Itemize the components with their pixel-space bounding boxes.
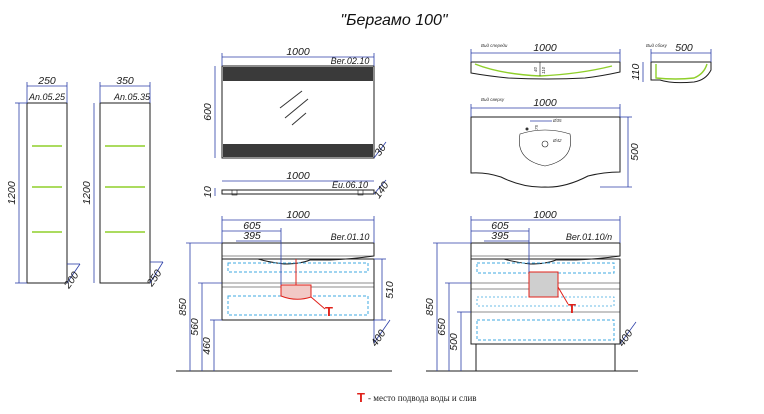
vanity-wall-395: 395	[243, 230, 261, 242]
mirror-depth: 30	[372, 142, 389, 159]
mirror-code: Ber.02.10	[331, 56, 370, 66]
vanity-floor-h650: 650	[436, 318, 448, 336]
sink-top-width: 1000	[533, 97, 557, 109]
sink-front-inner1: 40	[533, 66, 538, 72]
vanity-floor-depth: 400	[616, 328, 636, 349]
legend: T - место подвода воды и слив	[357, 390, 477, 405]
cabinet-a05-35-code: An.05.35	[113, 92, 151, 102]
vanity-wall-h560: 560	[189, 318, 201, 336]
sink-top-hole2: Ø42	[552, 138, 562, 143]
shelf-code: Eu.06.10	[332, 180, 368, 190]
cabinet-a05-35-width: 350	[116, 75, 134, 87]
vanity-floor-water-marker: T	[568, 301, 576, 316]
vanity-floor-h500: 500	[448, 333, 460, 351]
vanity-floor-395: 395	[491, 230, 509, 242]
vanity-wall-depth: 400	[369, 328, 389, 349]
mirror-height: 600	[202, 103, 214, 121]
drawing-title: "Бергамо 100"	[340, 12, 449, 29]
cabinet-a05-35-height: 1200	[81, 181, 93, 205]
vanity-wall-ber-01-10: T 1000 605 395 Ber.01.10 850 560 460 510…	[176, 209, 396, 372]
vanity-floor-width: 1000	[533, 209, 557, 221]
vanity-wall-water-marker: T	[325, 304, 333, 319]
sink-front-label: Вид спереди	[481, 43, 508, 48]
vanity-wall-code: Ber.01.10	[331, 232, 370, 242]
mirror-width: 1000	[286, 46, 310, 58]
mirror-ber-02-10: 1000 Ber.02.10 600 30	[202, 46, 389, 159]
shelf-width: 1000	[286, 170, 310, 182]
sink-front-inner2: 110	[541, 66, 546, 74]
sink-side-height: 110	[630, 63, 642, 80]
vanity-wall-h850: 850	[177, 298, 189, 316]
sink-top-depth: 500	[629, 143, 641, 161]
sink-top-view: Вид сверху 1000 500 Ø35 Ø42 75	[470, 97, 641, 188]
cabinet-a05-25-height: 1200	[6, 181, 18, 205]
sink-top-hole1: Ø35	[552, 118, 562, 123]
shelf-height: 10	[202, 186, 214, 198]
vanity-wall-width: 1000	[286, 209, 310, 221]
sink-top-offset: 75	[534, 124, 539, 130]
legend-symbol: T	[357, 390, 365, 405]
vanity-wall-605: 605	[243, 220, 261, 232]
cabinet-a05-35: 350 An.05.35 1200 250	[81, 75, 165, 290]
sink-side-label: Вид сбоку	[646, 43, 668, 48]
vanity-floor-h850: 850	[424, 298, 436, 316]
sink-side-view: Вид сбоку 500 110	[630, 42, 712, 84]
cabinet-a05-25: 250 An.05.25 1200 200	[6, 75, 82, 292]
sink-side-width: 500	[675, 42, 693, 54]
vanity-wall-h460: 460	[201, 337, 213, 355]
vanity-floor-ber-01-10n: T 1000 605 395 Ber.01.10/n 850 650 500 4…	[424, 209, 638, 372]
cabinet-a05-25-width: 250	[37, 75, 56, 87]
cabinet-a05-35-depth: 250	[144, 268, 165, 290]
shelf-depth: 140	[372, 180, 392, 201]
sink-front-view: Вид спереди 1000 40 110	[470, 42, 621, 80]
cabinet-a05-25-code: An.05.25	[28, 92, 66, 102]
vanity-floor-code: Ber.01.10/n	[566, 232, 612, 242]
cabinet-a05-25-depth: 200	[61, 270, 82, 292]
legend-text: - место подвода воды и слив	[368, 393, 477, 403]
sink-front-width: 1000	[533, 42, 557, 54]
sink-top-label: Вид сверху	[481, 97, 505, 102]
shelf-eu-06-10: 1000 Eu.06.10 10 140	[202, 170, 392, 201]
vanity-wall-h510: 510	[384, 281, 396, 299]
vanity-floor-605: 605	[491, 220, 509, 232]
